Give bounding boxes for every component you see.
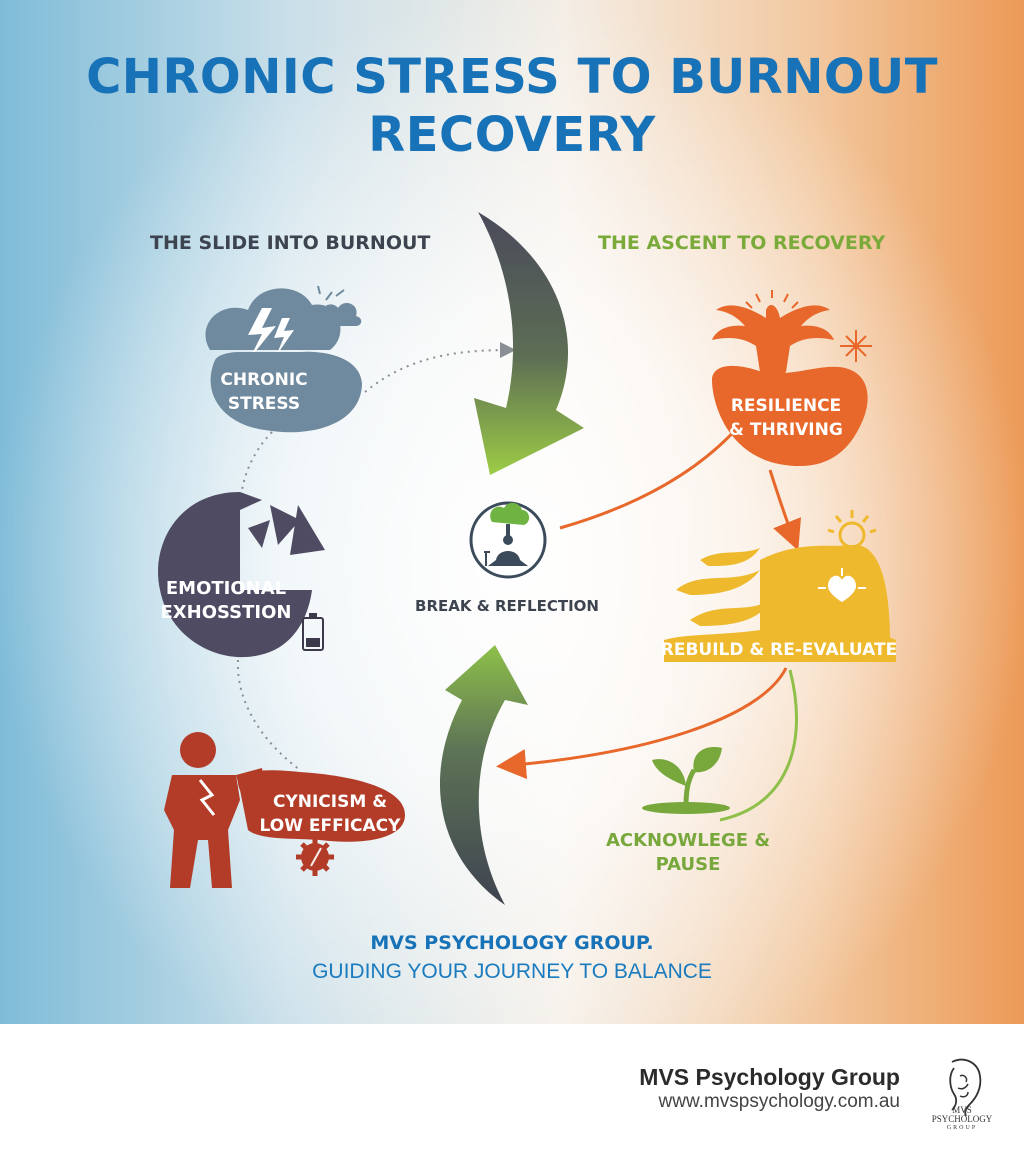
footer-group-name: MVS PSYCHOLOGY GROUP. — [370, 932, 654, 954]
emotional-exhaustion-line-2: EXHOSSTION — [160, 602, 292, 623]
battery-low-icon — [302, 613, 324, 651]
logo-line-2: PSYCHOLOGY — [931, 1114, 993, 1124]
emotional-exhaustion-label: EMOTIONAL EXHOSSTION — [156, 577, 296, 625]
acknowledge-line-2: PAUSE — [655, 854, 721, 875]
title-line-1: CHRONIC STRESS TO BURNOUT — [86, 49, 938, 105]
arrow-acknowledge-to-rebuild — [719, 669, 798, 822]
gear-icon — [296, 838, 334, 876]
resilience-label: RESILIENCE & THRIVING — [716, 394, 856, 442]
left-heading: THE SLIDE INTO BURNOUT — [150, 232, 431, 254]
brand-bar: MVS Psychology Group www.mvspsychology.c… — [0, 1024, 1024, 1154]
sprout-icon — [642, 747, 730, 814]
infographic-poster: CHRONIC STRESS TO BURNOUT RECOVERY — [0, 0, 1024, 1024]
resilience-shape — [712, 365, 868, 466]
brand-name: MVS Psychology Group — [639, 1064, 900, 1090]
cynicism-line-1: CYNICISM & — [272, 792, 388, 812]
phoenix-icon — [712, 290, 872, 384]
diagram-artwork — [158, 212, 896, 905]
arrow-rebuild-to-break — [496, 667, 788, 780]
logo-line-3: GROUP — [946, 1125, 978, 1131]
break-reflection-label: BREAK & REFLECTION — [415, 597, 599, 615]
cynicism-line-2: LOW EFFICACY — [259, 816, 401, 836]
footer-tagline: GUIDING YOUR JOURNEY TO BALANCE — [312, 960, 712, 983]
pie-fragment-icon — [158, 492, 325, 658]
meditation-tree-icon — [469, 501, 547, 579]
chronic-stress-label: CHRONIC STRESS — [196, 368, 332, 416]
upward-curved-arrow — [439, 645, 528, 905]
title-line-2: RECOVERY — [368, 107, 656, 163]
brand-logo — [949, 1058, 982, 1117]
emotional-exhaustion-line-1: EMOTIONAL — [165, 578, 287, 599]
brand-logo-text: MVS PSYCHOLOGY GROUP — [920, 1106, 1004, 1133]
right-heading: THE ASCENT TO RECOVERY — [598, 232, 886, 254]
sun-heart-icon — [664, 510, 896, 662]
broken-figure-icon — [164, 732, 405, 888]
page-title: CHRONIC STRESS TO BURNOUT RECOVERY — [0, 48, 1024, 164]
arrow-break-to-resilience — [559, 424, 742, 530]
footer-group: MVS PSYCHOLOGY GROUP. GUIDING YOUR JOURN… — [300, 932, 724, 984]
resilience-line-2: & THRIVING — [729, 420, 843, 440]
resilience-line-1: RESILIENCE — [730, 396, 842, 416]
cloud-lightning-icon — [205, 285, 362, 433]
cynicism-label: CYNICISM & LOW EFFICACY — [250, 790, 410, 838]
downward-curved-arrow — [474, 212, 584, 475]
dotted-path — [236, 342, 516, 771]
brand-url[interactable]: www.mvspsychology.com.au — [658, 1091, 900, 1112]
chronic-stress-line-1: CHRONIC — [220, 370, 308, 390]
rebuild-label: REBUILD & RE-EVALUATE — [660, 640, 898, 660]
chronic-stress-line-2: STRESS — [227, 394, 301, 414]
arrow-resilience-to-rebuild — [768, 469, 802, 551]
logo-line-1: MVS — [952, 1105, 972, 1115]
acknowledge-line-1: ACKNOWLEGE & — [605, 830, 771, 851]
acknowledge-label: ACKNOWLEGE & PAUSE — [596, 829, 780, 877]
